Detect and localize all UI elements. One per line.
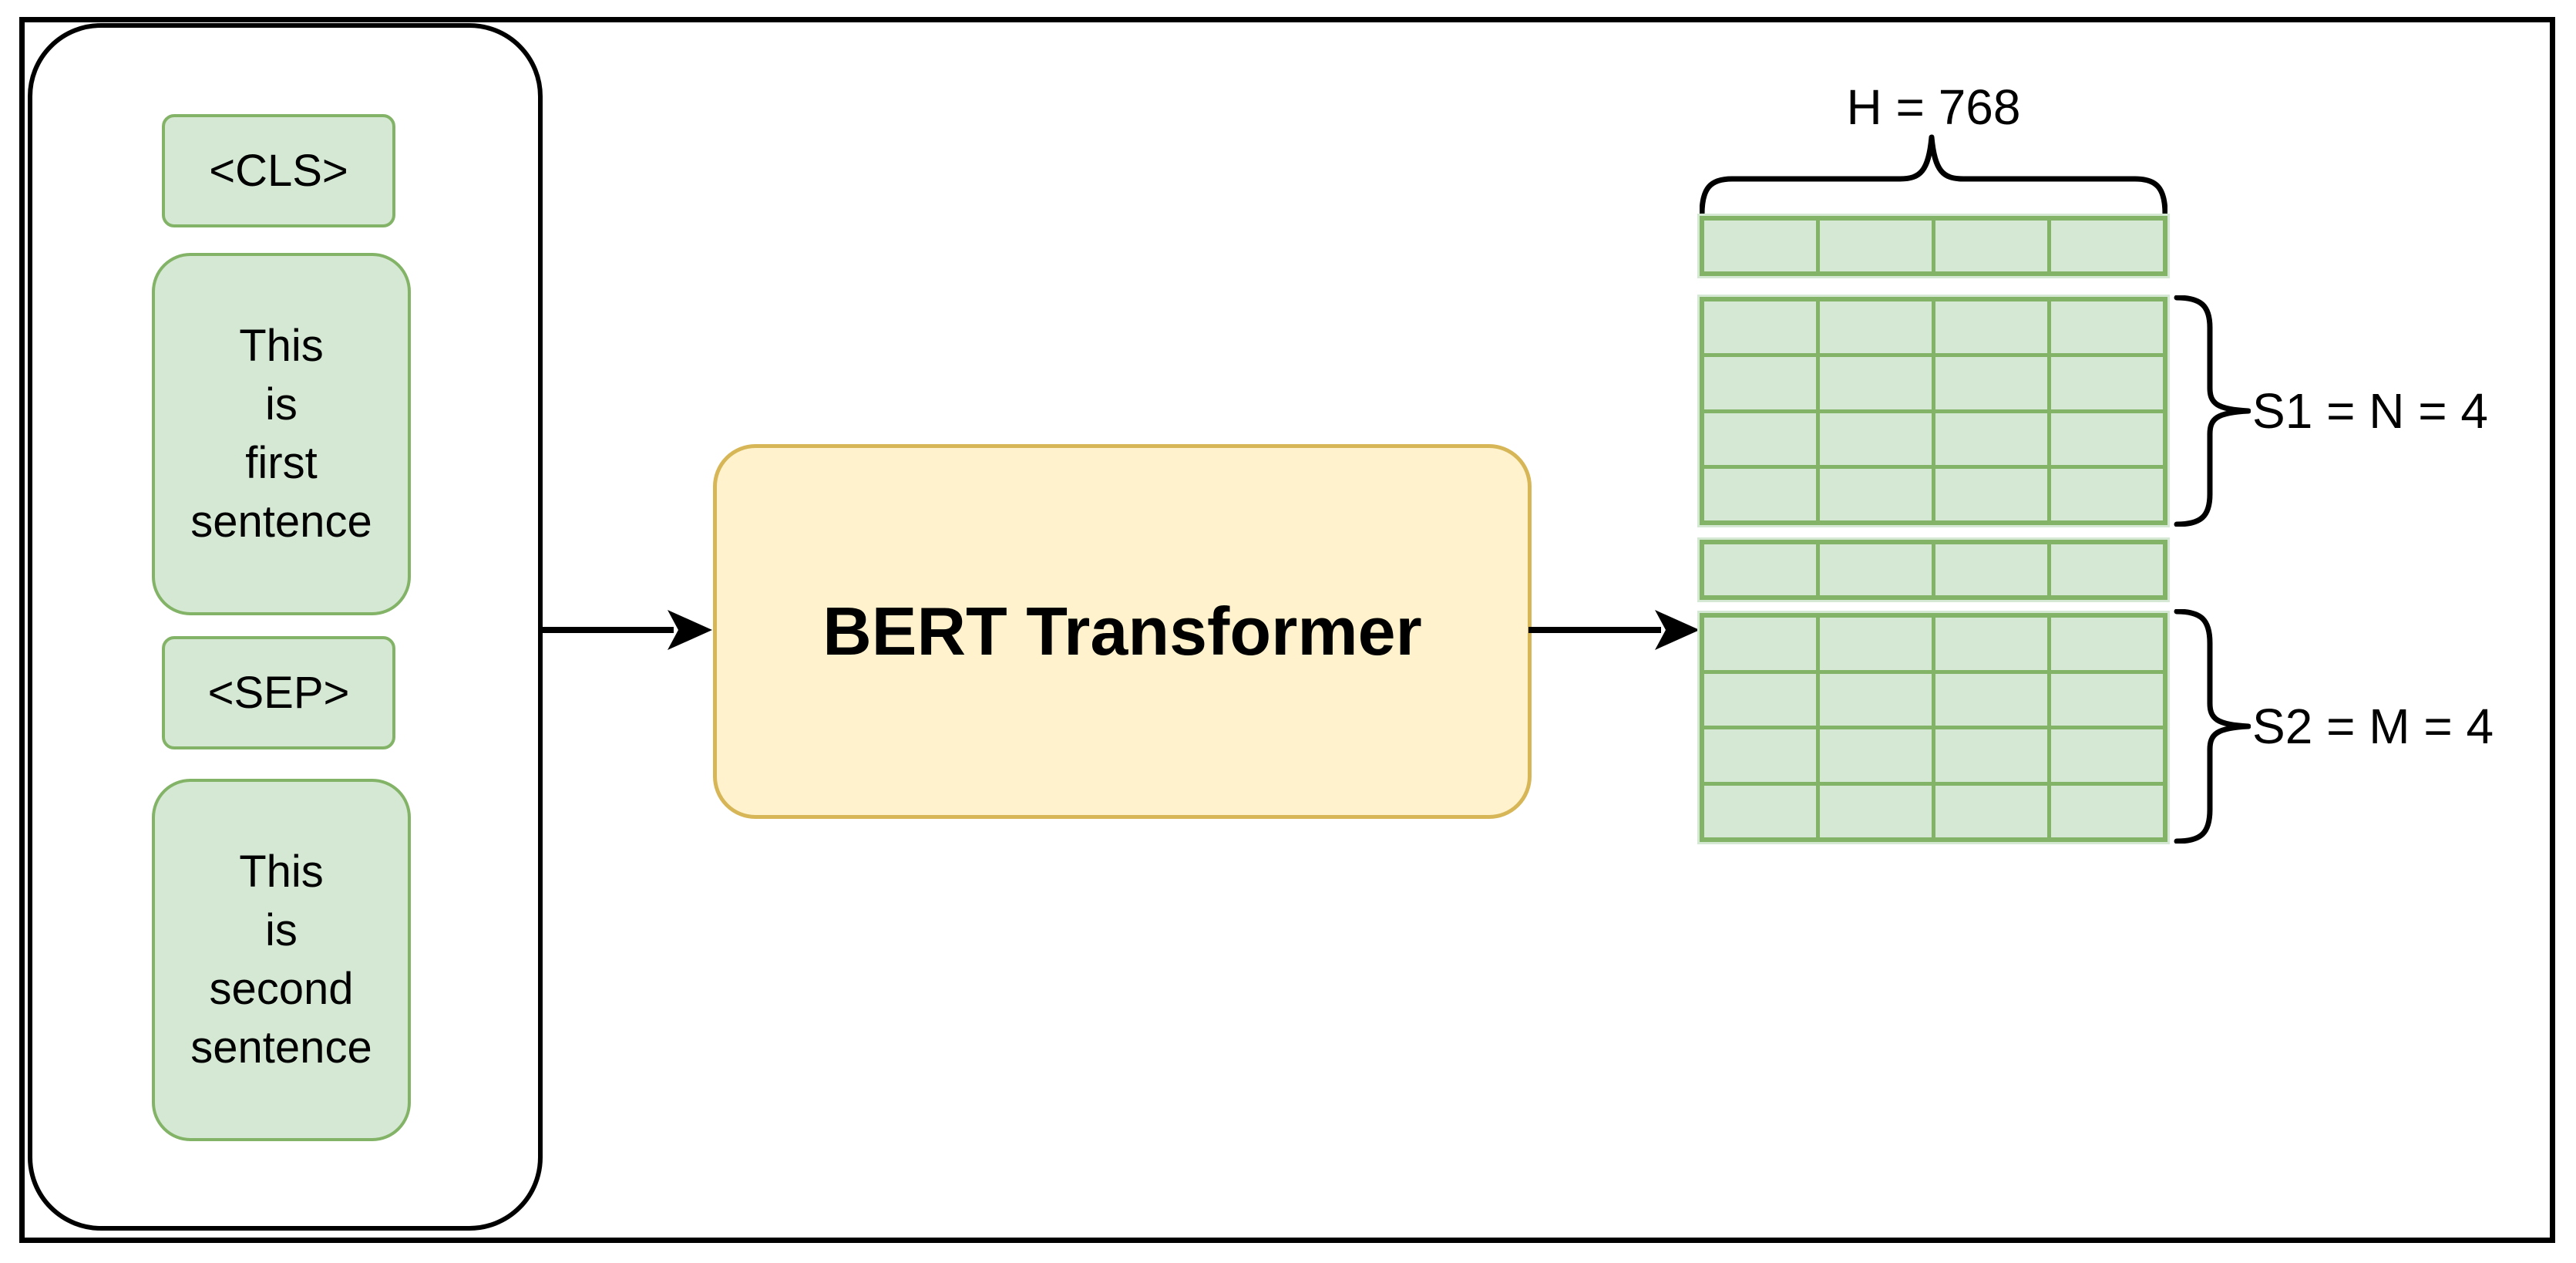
cls-vector-grid	[1700, 216, 2167, 276]
embedding-cell	[1820, 413, 1932, 465]
embedding-cell	[1704, 468, 1816, 520]
sentence-line: is	[265, 905, 298, 955]
embedding-cell	[1820, 618, 1932, 670]
sep-token-box: <SEP>	[162, 636, 395, 749]
sentence-line: This	[239, 847, 324, 897]
embedding-cell	[2051, 618, 2163, 670]
bert-transformer-box: BERT Transformer	[713, 444, 1532, 819]
sentence-line: This	[239, 321, 324, 371]
sep-vector-grid	[1700, 540, 2167, 600]
embedding-cell	[2051, 673, 2163, 726]
input-to-model-arrow-icon	[541, 610, 712, 650]
embedding-cell	[2051, 468, 2163, 520]
first-sentence-box: This is first sentence	[152, 253, 411, 615]
embedding-cell	[2051, 544, 2163, 595]
sentence-line: sentence	[190, 1022, 372, 1073]
embedding-cell	[1820, 357, 1932, 409]
embedding-cell	[1704, 729, 1816, 782]
embedding-cell	[1704, 221, 1816, 271]
s2-matrix-grid	[1700, 613, 2167, 842]
embedding-cell	[1704, 357, 1816, 409]
embedding-cell	[2051, 357, 2163, 409]
embedding-cell	[1820, 468, 1932, 520]
embedding-cell	[1820, 301, 1932, 354]
embedding-cell	[1704, 544, 1816, 595]
embedding-cell	[1935, 618, 2047, 670]
embedding-cell	[1704, 301, 1816, 354]
sep-token-label: <SEP>	[207, 668, 350, 718]
embedding-cell	[1820, 221, 1932, 271]
embedding-cell	[1704, 413, 1816, 465]
embedding-cell	[2051, 729, 2163, 782]
embedding-cell	[1935, 301, 2047, 354]
s1-brace-icon	[2174, 295, 2251, 527]
bert-transformer-label: BERT Transformer	[822, 593, 1422, 669]
embedding-cell	[1935, 468, 2047, 520]
embedding-cell	[1704, 785, 1816, 837]
embedding-cell	[1820, 785, 1932, 837]
sentence-line: is	[265, 379, 298, 429]
embedding-cell	[1820, 673, 1932, 726]
embedding-cell	[1935, 413, 2047, 465]
embedding-cell	[1935, 544, 2047, 595]
s2-brace-icon	[2174, 609, 2251, 844]
model-to-output-arrow-icon	[1528, 610, 1700, 650]
s1-matrix-grid	[1700, 297, 2167, 525]
embedding-cell	[1935, 673, 2047, 726]
embedding-cell	[1935, 785, 2047, 837]
embedding-cell	[2051, 785, 2163, 837]
embedding-cell	[1820, 544, 1932, 595]
cls-token-box: <CLS>	[162, 114, 395, 227]
sentence-line: second	[209, 964, 354, 1014]
embedding-cell	[1820, 729, 1932, 782]
embedding-cell	[2051, 413, 2163, 465]
embedding-cell	[1704, 673, 1816, 726]
embedding-cell	[1935, 221, 2047, 271]
sentence-line: sentence	[190, 497, 372, 547]
s2-length-label: S2 = M = 4	[2252, 699, 2494, 754]
embedding-cell	[1935, 729, 2047, 782]
embedding-cell	[2051, 301, 2163, 354]
embedding-cell	[1704, 618, 1816, 670]
embedding-cell	[2051, 221, 2163, 271]
hidden-size-label: H = 768	[1846, 79, 2021, 135]
sentence-line: first	[245, 438, 318, 488]
hidden-size-brace-icon	[1700, 134, 2167, 216]
cls-token-label: <CLS>	[209, 146, 348, 196]
second-sentence-box: This is second sentence	[152, 779, 411, 1141]
s1-length-label: S1 = N = 4	[2252, 383, 2488, 439]
embedding-cell	[1935, 357, 2047, 409]
